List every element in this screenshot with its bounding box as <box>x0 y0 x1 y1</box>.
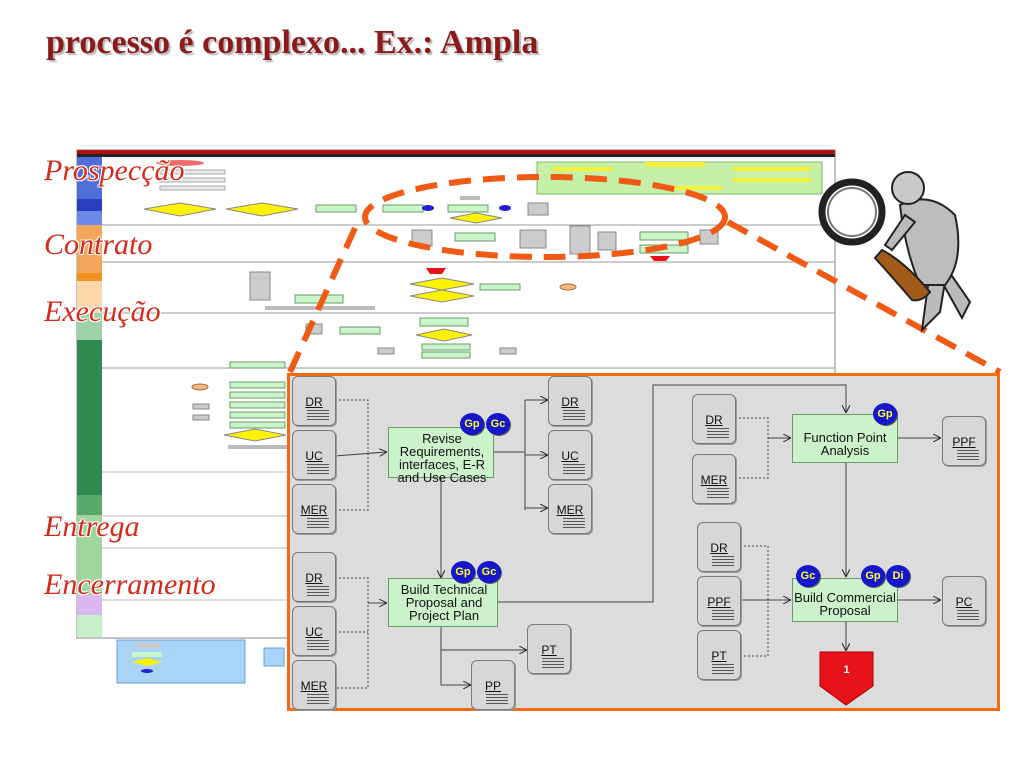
doc-pp[interactable]: PP <box>471 660 515 710</box>
phase-label-contrato: Contrato <box>44 228 153 261</box>
doc-pt-1[interactable]: PT <box>527 624 571 674</box>
doc-ppf-2[interactable]: PPF <box>942 416 986 466</box>
badge-gc-build-tech: Gc <box>477 561 501 583</box>
phase-label-encerramento: Encerramento <box>44 568 216 601</box>
badge-gp-revise: Gp <box>460 413 484 435</box>
doc-mer-3[interactable]: MER <box>548 484 592 534</box>
doc-uc-2[interactable]: UC <box>292 606 336 656</box>
badge-di-build-comm: Di <box>886 565 910 587</box>
doc-uc-3[interactable]: UC <box>548 430 592 480</box>
process-build-technical-proposal[interactable]: Build Technical Proposal and Project Pla… <box>388 578 498 627</box>
doc-mer-1[interactable]: MER <box>292 484 336 534</box>
badge-gc-revise: Gc <box>486 413 510 435</box>
doc-dr-1[interactable]: DR <box>292 376 336 426</box>
phase-label-entrega: Entrega <box>44 510 140 543</box>
phase-label-prospeccao: Prospecção <box>44 154 185 187</box>
badge-gp-build-tech: Gp <box>451 561 475 583</box>
doc-pt-2[interactable]: PT <box>697 630 741 680</box>
doc-dr-4[interactable]: DR <box>692 394 736 444</box>
process-build-commercial-proposal[interactable]: Build Commercial Proposal <box>792 578 898 622</box>
doc-dr-2[interactable]: DR <box>292 552 336 602</box>
end-marker-label: 1 <box>843 664 850 676</box>
phase-label-execucao: Execução <box>44 295 161 328</box>
doc-mer-2[interactable]: MER <box>292 660 336 710</box>
doc-dr-3[interactable]: DR <box>548 376 592 426</box>
process-revise-requirements[interactable]: Revise Requirements, interfaces, E-R and… <box>388 427 494 484</box>
doc-ppf-1[interactable]: PPF <box>697 576 741 626</box>
badge-gp-build-comm: Gp <box>861 565 885 587</box>
badge-gc-build-comm: Gc <box>796 565 820 587</box>
doc-pc[interactable]: PC <box>942 576 986 626</box>
doc-uc-1[interactable]: UC <box>292 430 336 480</box>
badge-gp-fpa: Gp <box>873 403 897 425</box>
page-title: processo é complexo... Ex.: Ampla <box>46 24 539 61</box>
doc-dr-5[interactable]: DR <box>697 522 741 572</box>
doc-mer-4[interactable]: MER <box>692 454 736 504</box>
